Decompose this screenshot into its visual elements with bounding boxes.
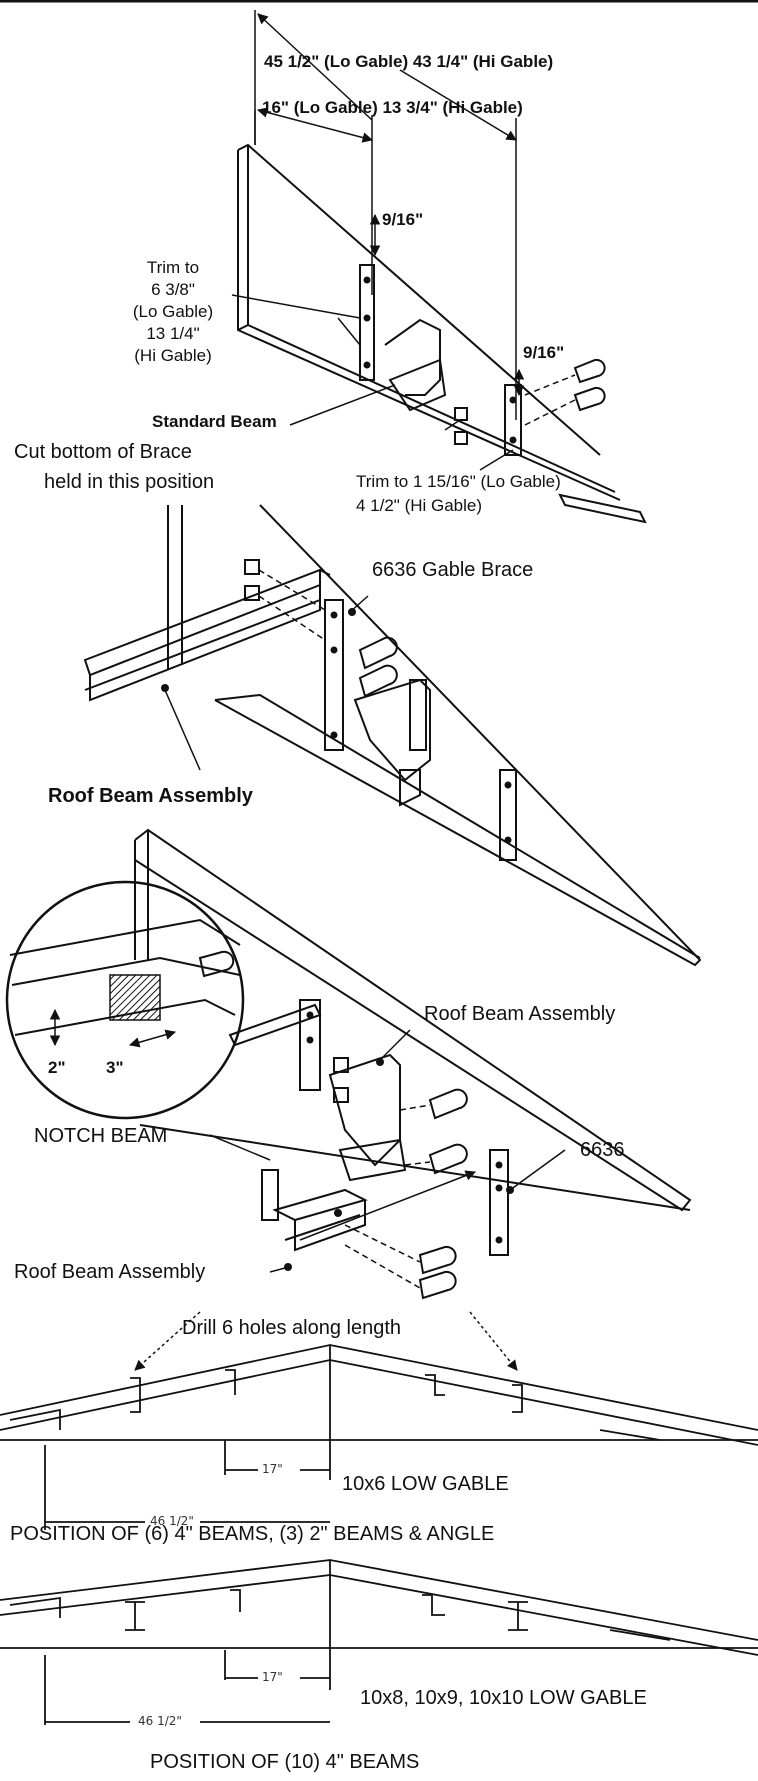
- dim-9-16-left: 9/16": [382, 210, 424, 229]
- dim-46-label-4: 46 1/2": [150, 1514, 194, 1528]
- notch-beam-label: NOTCH BEAM: [34, 1125, 168, 1147]
- gable-brace-label: 6636 Gable Brace: [372, 559, 534, 581]
- dim-17-label-4: 17": [262, 1462, 283, 1476]
- standard-beam-label: Standard Beam: [152, 412, 277, 431]
- dim-3-label: 3": [106, 1058, 124, 1077]
- trim-left-line4: 13 1/4": [146, 324, 200, 343]
- part-6636-label: 6636: [580, 1139, 625, 1161]
- panel-3-notch-beam: [5, 828, 692, 1300]
- roof-beam-label-2: Roof Beam Assembly: [48, 785, 253, 807]
- caption-4: POSITION OF (6) 4" BEAMS, (3) 2" BEAMS &…: [10, 1523, 495, 1545]
- panel-2-gable-brace: [83, 504, 702, 967]
- dim-2-label: 2": [48, 1058, 66, 1077]
- cut-bottom-line1: Cut bottom of Brace: [14, 441, 192, 463]
- trim-left-line2: 6 3/8": [151, 280, 195, 299]
- trim-left-line1: Trim to: [146, 258, 200, 277]
- panel-4-low-gable-10x6: [0, 1311, 758, 1530]
- panel-5-low-gable-10x8: [0, 1559, 758, 1725]
- trim-right-line2: 4 1/2" (Hi Gable): [356, 496, 483, 515]
- dim-9-16-right: 9/16": [523, 343, 565, 362]
- dim-17-label-5: 17": [262, 1670, 283, 1684]
- dim-outer-label: 45 1/2" (Lo Gable) 43 1/4" (Hi Gable): [264, 52, 554, 71]
- trim-left-line3: (Lo Gable): [132, 302, 214, 321]
- gable-label-4: 10x6 LOW GABLE: [342, 1473, 509, 1495]
- dim-inner-label: 16" (Lo Gable) 13 3/4" (Hi Gable): [262, 98, 523, 117]
- trim-left-line5: (Hi Gable): [134, 346, 212, 365]
- drill-note: Drill 6 holes along length: [182, 1317, 402, 1339]
- roof-beam-label-3top: Roof Beam Assembly: [424, 1003, 616, 1025]
- caption-5: POSITION OF (10) 4" BEAMS: [150, 1751, 420, 1773]
- cut-bottom-line2: held in this position: [44, 471, 215, 493]
- dim-46-label-5: 46 1/2": [138, 1714, 182, 1728]
- trim-right-line1: Trim to 1 15/16" (Lo Gable): [356, 472, 561, 491]
- gable-label-5: 10x8, 10x9, 10x10 LOW GABLE: [360, 1687, 647, 1709]
- roof-beam-label-3bottom: Roof Beam Assembly: [14, 1261, 206, 1283]
- panel-1-gable-trim: [167, 10, 647, 670]
